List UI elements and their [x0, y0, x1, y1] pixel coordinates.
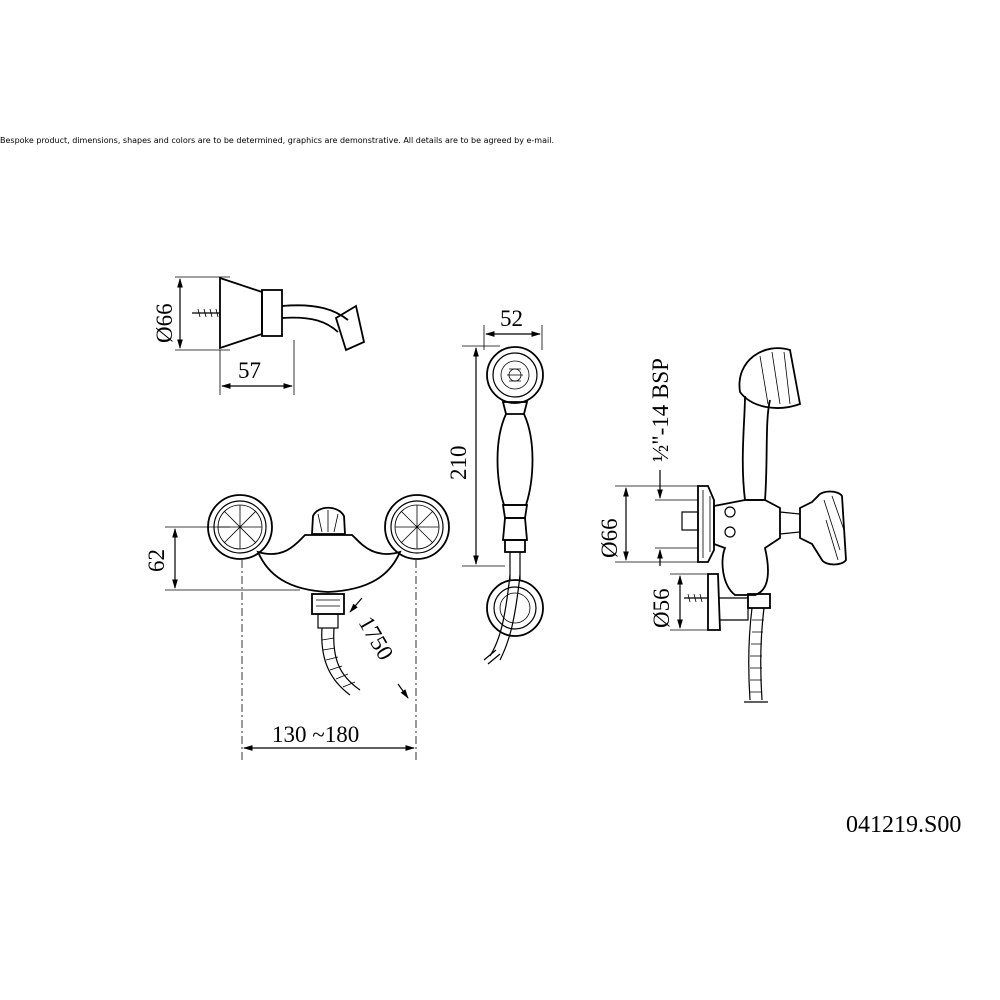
arm-depth-label: 57 [238, 358, 261, 383]
hand-shower-drawing [462, 325, 544, 665]
handshower-length-label: 210 [446, 446, 471, 481]
side-view-drawing [615, 347, 847, 703]
shower-arm-drawing [175, 276, 366, 395]
product-code: 041219.S00 [846, 812, 962, 838]
holder-diameter-label: Ø56 [649, 588, 674, 628]
escutcheon-diameter-label: Ø66 [597, 518, 622, 558]
disclaimer-text: Bespoke product, dimensions, shapes and … [0, 136, 554, 145]
centers-label: 130 ~180 [272, 722, 359, 747]
arm-diameter-label: Ø66 [152, 303, 177, 343]
handshower-width-label: 52 [500, 306, 523, 331]
mixer-height-label: 62 [144, 549, 169, 572]
mixer-front-drawing [165, 494, 450, 760]
thread-label: ½"-14 BSP [648, 358, 673, 462]
hose-length-label: 1750 [354, 612, 399, 664]
